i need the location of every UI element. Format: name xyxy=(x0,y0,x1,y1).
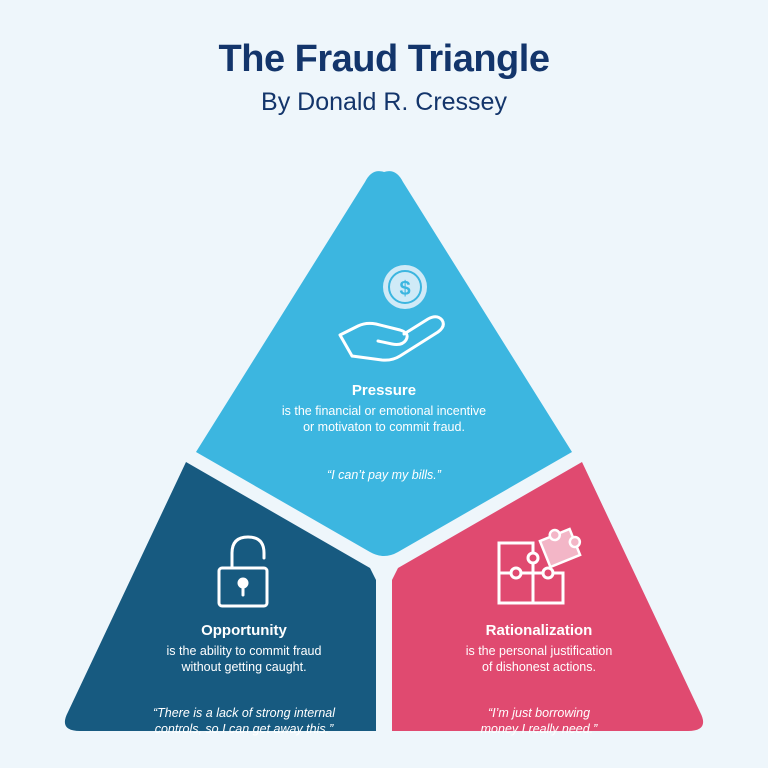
hand-holding-dollar-icon: $ xyxy=(338,265,445,362)
puzzle-pieces-icon xyxy=(497,527,582,605)
page-title: The Fraud Triangle xyxy=(218,38,550,80)
page-subtitle: By Donald R. Cressey xyxy=(261,88,507,116)
unlocked-padlock-icon xyxy=(217,535,269,608)
rationalization-text: Rationalization is the personal justific… xyxy=(404,622,674,675)
pressure-desc-line1: is the financial or emotional incentive xyxy=(281,404,487,418)
rationalization-quote: “I’m just borrowing money I really need.… xyxy=(404,705,674,737)
opportunity-quote: “There is a lack of strong internal cont… xyxy=(109,705,379,737)
opportunity-quote-line1: “There is a lack of strong internal xyxy=(152,706,336,720)
pressure-segment xyxy=(196,171,572,556)
opportunity-heading: Opportunity xyxy=(201,622,287,639)
rationalization-description: is the personal justification of dishone… xyxy=(404,643,674,675)
pressure-quote: “I can’t pay my bills.” xyxy=(327,468,441,482)
rationalization-quote-line2: money I really need.” xyxy=(480,722,598,736)
pressure-heading: Pressure xyxy=(351,382,417,399)
rationalization-desc-line1: is the personal justification xyxy=(465,644,613,658)
pressure-text: Pressure is the financial or emotional i… xyxy=(234,382,534,435)
opportunity-quote-line2: controls, so I can get away this.” xyxy=(154,722,334,736)
rationalization-heading: Rationalization xyxy=(485,622,593,639)
pressure-description: is the financial or emotional incentive … xyxy=(234,403,534,435)
pressure-desc-line2: or motivaton to commit fraud. xyxy=(303,420,465,434)
opportunity-text: Opportunity is the ability to commit fra… xyxy=(109,622,379,675)
opportunity-desc-line2: without getting caught. xyxy=(181,660,307,674)
opportunity-description: is the ability to commit fraud without g… xyxy=(109,643,379,675)
rationalization-quote-line1: “I’m just borrowing xyxy=(487,706,591,720)
rationalization-segment xyxy=(392,462,704,731)
opportunity-desc-line1: is the ability to commit fraud xyxy=(166,644,322,658)
rationalization-desc-line2: of dishonest actions. xyxy=(482,660,596,674)
dollar-sign: $ xyxy=(399,278,410,300)
